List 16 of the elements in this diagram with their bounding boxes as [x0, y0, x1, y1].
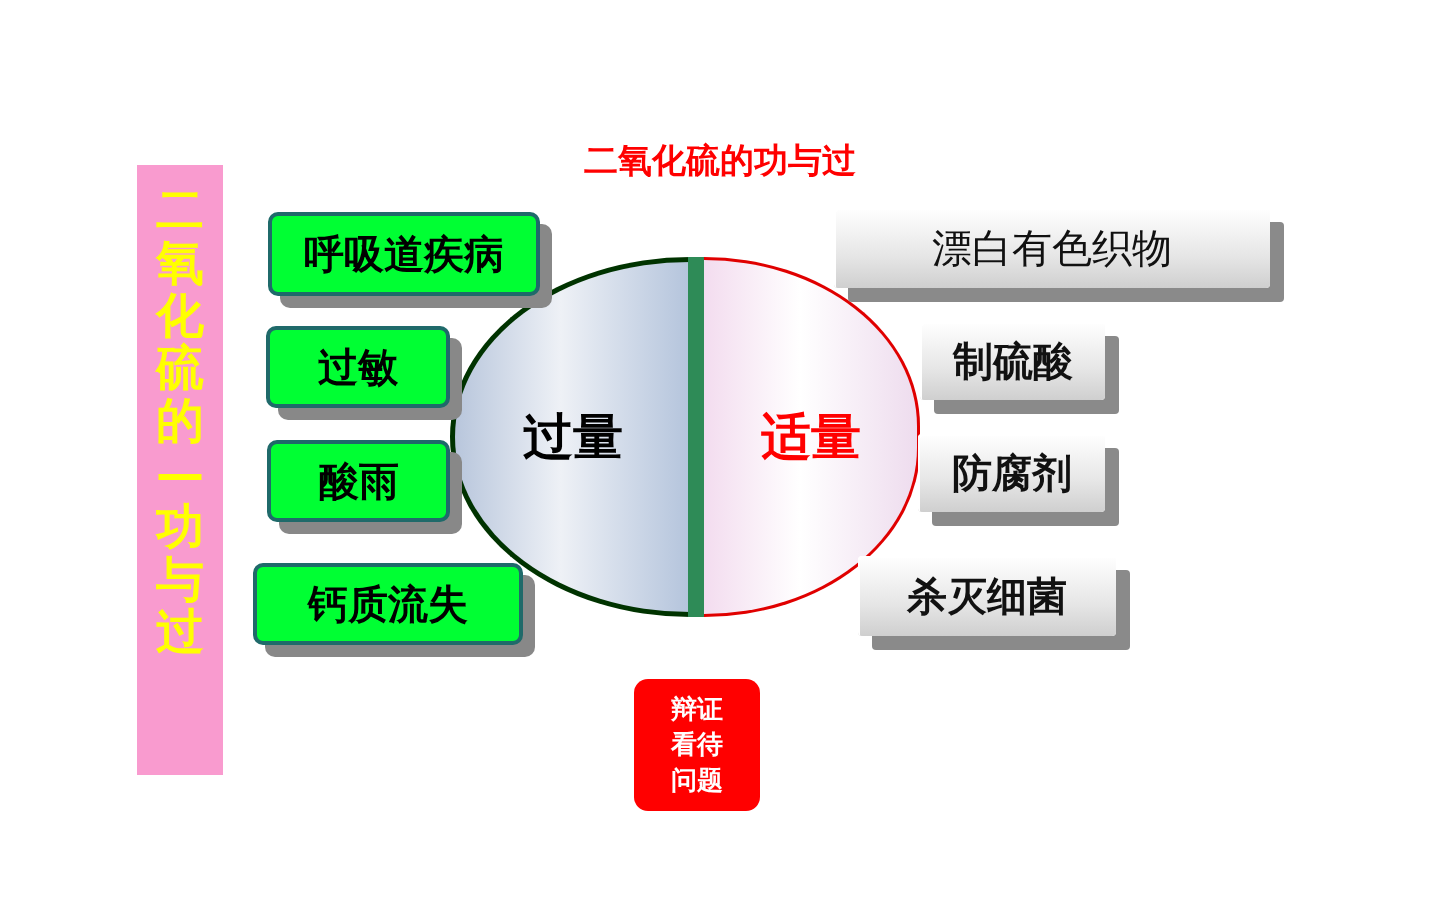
title-band: [137, 165, 223, 775]
node-label: 钙质流失: [308, 579, 468, 629]
node-label: 过量: [522, 406, 623, 468]
node-label: 过敏: [318, 342, 398, 392]
node-label: 漂白有色织物: [932, 223, 1172, 273]
note-box: [634, 679, 760, 811]
diagram-title: 二氧化硫的功与过: [583, 139, 857, 182]
node-label: 呼吸道疾病: [304, 229, 504, 279]
divider-bar: [688, 257, 704, 617]
node-label: 制硫酸: [952, 336, 1073, 386]
node-label: 适量: [760, 406, 861, 468]
node-label: 辩证看待问题: [671, 693, 723, 797]
node-label: 酸雨: [318, 456, 399, 506]
node-label: 二氧化硫的—功与过: [156, 183, 204, 659]
node-label: 杀灭细菌: [907, 571, 1067, 621]
node-label: 防腐剂: [951, 448, 1072, 498]
